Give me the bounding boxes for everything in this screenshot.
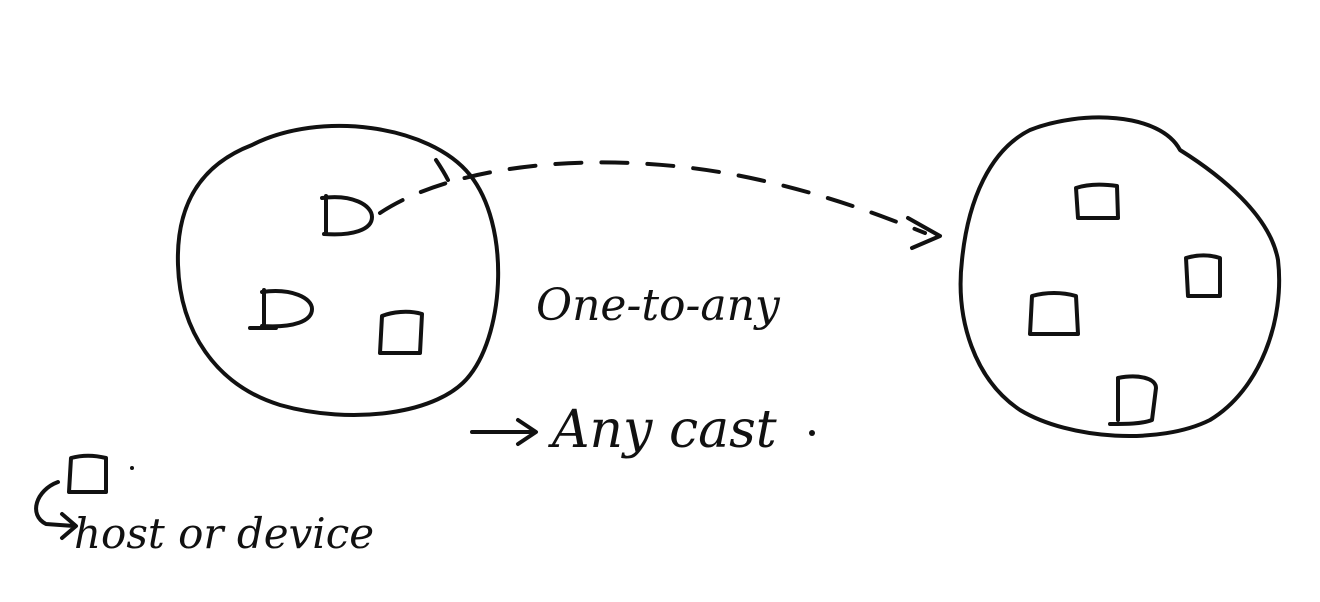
device-icon	[378, 309, 424, 355]
device-icon	[320, 194, 374, 237]
device-icon	[1184, 253, 1222, 298]
concept-label: Any cast	[548, 400, 777, 460]
arrow-start-tick	[434, 158, 450, 182]
source-network-cloud	[175, 123, 501, 417]
period-dot	[809, 430, 815, 436]
legend-label: host or device	[74, 509, 374, 558]
legend-device-icon	[67, 453, 134, 494]
device-icon	[1108, 374, 1158, 426]
device-icon	[1074, 182, 1120, 220]
destination-network-cloud	[958, 115, 1282, 438]
legend-arrow-icon	[34, 480, 78, 540]
anycast-arrow-head	[906, 216, 942, 250]
concept-arrow-icon	[470, 418, 538, 446]
arrow-label: One-to-any	[536, 280, 781, 331]
anycast-dashed-arrow	[378, 160, 927, 235]
device-icon	[1028, 291, 1080, 336]
device-icon	[248, 288, 314, 330]
